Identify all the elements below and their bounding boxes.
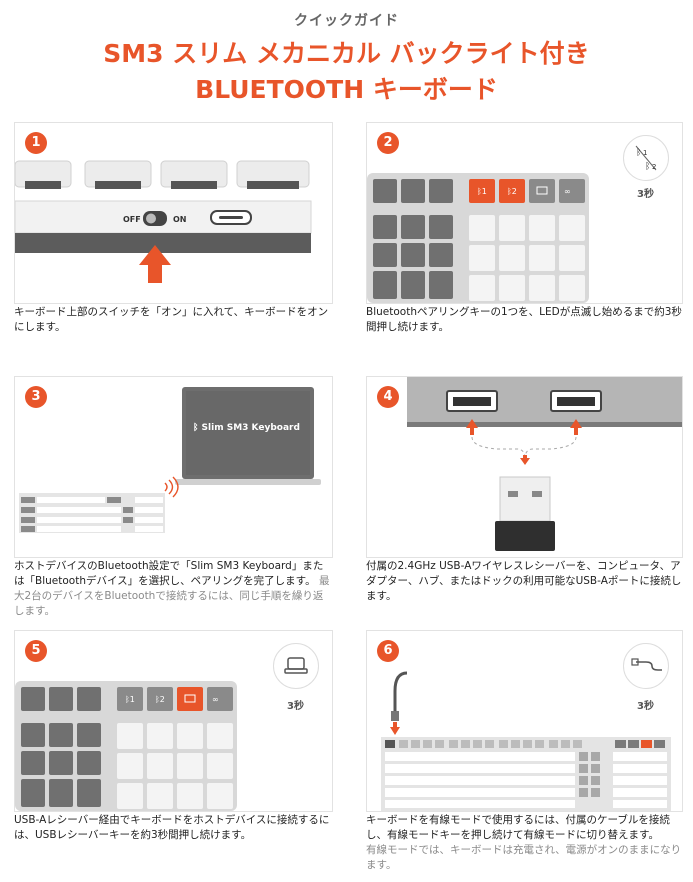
svg-text:∞: ∞ — [564, 187, 571, 196]
svg-text:2: 2 — [652, 163, 656, 171]
keyboard-top-right-illustration: ᛒ1 ᛒ2 ∞ — [15, 681, 237, 811]
svg-text:∞: ∞ — [212, 695, 219, 704]
step-1-panel: 1 OFF ON — [14, 122, 333, 304]
step-4-caption: 付属の2.4GHz USB-Aワイヤレスレシーバーを、コンピュータ、アダプター、… — [366, 560, 682, 602]
svg-text:ᛒ2: ᛒ2 — [155, 695, 165, 704]
step-2-caption: Bluetoothペアリングキーの1つを、LEDが点滅し始めるまで約3秒間押し続… — [366, 306, 682, 333]
step-number-2: 2 — [377, 132, 399, 154]
step-number-5: 5 — [25, 640, 47, 662]
keyboard-side-illustration: OFF ON — [15, 160, 312, 283]
svg-text:ᛒ1: ᛒ1 — [125, 695, 135, 704]
svg-text:ᛒ: ᛒ — [645, 161, 650, 172]
hold-seconds-label: 3秒 — [637, 189, 654, 200]
laptop-pairing-illustration — [19, 387, 321, 533]
svg-text:1: 1 — [643, 149, 647, 157]
title-line-1: SM3 スリム メカニカル バックライト付き — [103, 39, 590, 68]
step-3-panel: 3 ᛒ Slim SM3 Keyboard — [14, 376, 333, 558]
step-number-6: 6 — [377, 640, 399, 662]
wired-mode-key-icon-circle — [623, 643, 669, 689]
step-number-3: 3 — [25, 386, 47, 408]
step-number-1: 1 — [25, 132, 47, 154]
step-6-caption: キーボードを有線モードで使用するには、付属のケーブルを接続し、有線モードキーを押… — [366, 814, 682, 871]
step-5-panel: 5 3秒 ᛒ1 ᛒ2 ∞ — [14, 630, 333, 812]
step-6-panel: 6 3秒 — [366, 630, 683, 812]
device-name: Slim SM3 Keyboard — [201, 423, 300, 433]
guide-subtitle: クイックガイド — [294, 13, 399, 29]
step-number-4: 4 — [377, 386, 399, 408]
switch-off-label: OFF — [123, 215, 141, 224]
step-6-note: 有線モードでは、キーボードは充電され、電源がオンのままになります。 — [366, 844, 682, 871]
bluetooth-icon: ᛒ — [193, 423, 202, 433]
keyboard-top-right-illustration: ᛒ1 ᛒ2 ∞ — [367, 173, 589, 303]
wired-keyboard-illustration — [381, 671, 671, 811]
svg-text:ᛒ1: ᛒ1 — [477, 187, 487, 196]
bluetooth-device-entry[interactable]: ᛒ Slim SM3 Keyboard — [193, 423, 303, 433]
power-switch[interactable] — [141, 209, 169, 228]
step-5-caption: USB-Aレシーバー経由でキーボードをホストデバイスに接続するには、USBレシー… — [14, 814, 330, 841]
step-4-panel: 4 — [366, 376, 683, 558]
guide-title: SM3 スリム メカニカル バックライト付き BLUETOOTH キーボード — [0, 36, 693, 108]
bt-key-1-label: ᛒ — [636, 147, 641, 158]
usb-receiver-illustration — [407, 377, 682, 551]
hold-seconds-label: 3秒 — [287, 701, 304, 712]
step-3-note: 最大2台のデバイスをBluetoothで接続するには、同じ手順を繰り返します。 — [14, 575, 330, 617]
svg-text:ᛒ2: ᛒ2 — [507, 187, 517, 196]
usb-receiver-key-icon-circle — [273, 643, 319, 689]
step-3-caption: ホストデバイスのBluetooth設定で「Slim SM3 Keyboard」ま… — [14, 560, 330, 617]
step-2-panel: 2 ᛒ 1 ᛒ 2 3秒 ᛒ1 ᛒ2 ∞ — [366, 122, 683, 304]
switch-on-label: ON — [173, 215, 187, 224]
hold-seconds-label: 3秒 — [637, 701, 654, 712]
title-line-2: BLUETOOTH キーボード — [195, 75, 498, 104]
step-1-caption: キーボード上部のスイッチを「オン」に入れて、キーボードをオンにします。 — [14, 306, 329, 333]
bt-keys-icon-circle: ᛒ 1 ᛒ 2 — [623, 135, 669, 181]
